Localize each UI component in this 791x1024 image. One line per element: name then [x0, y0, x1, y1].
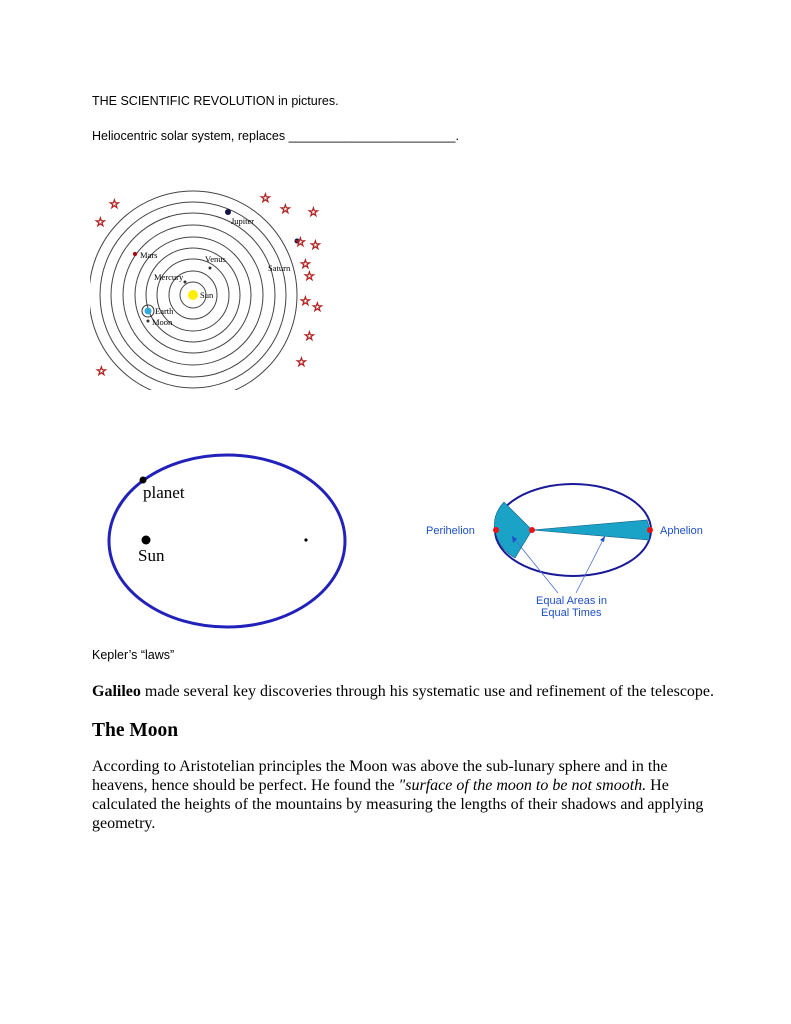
pointer-line-left	[512, 536, 558, 593]
star-icon: ☆	[308, 205, 319, 219]
star-icon: ☆	[95, 215, 106, 229]
earth-label: Earth	[155, 306, 174, 316]
perihelion-label: Perihelion	[426, 525, 475, 537]
moon-paragraph: According to Aristotelian principles the…	[92, 757, 712, 833]
planet-label: planet	[143, 483, 185, 502]
aphelion-point	[647, 527, 653, 533]
pointer-line-right	[576, 536, 605, 593]
mars-label: Mars	[140, 250, 157, 260]
venus-marker	[209, 267, 212, 270]
equal-areas-diagram: Perihelion Aphelion Equal Areas in Equal…	[420, 480, 720, 625]
equal-areas-caption-line2: Equal Times	[541, 607, 602, 619]
kepler-ellipse-diagram: planet Sun	[100, 445, 360, 635]
star-icon: ☆	[280, 202, 291, 216]
star-icon: ☆	[295, 235, 306, 249]
heliocentric-diagram: Sun Mercury Venus Earth Moon Mars Jupite…	[90, 180, 340, 390]
star-icon: ☆	[304, 269, 315, 283]
aphelion-label: Aphelion	[660, 525, 703, 537]
sun-focus-marker	[529, 527, 535, 533]
venus-label: Venus	[205, 254, 226, 264]
heliocentric-prompt: Heliocentric solar system, replaces ____…	[92, 129, 459, 143]
arrowhead-right	[600, 536, 605, 542]
sun-marker	[188, 290, 198, 300]
kepler-caption: Kepler’s “laws”	[92, 648, 174, 662]
earth-marker	[145, 308, 152, 315]
equal-areas-caption-line1: Equal Areas in	[536, 595, 607, 607]
mercury-label: Mercury	[154, 272, 184, 282]
empty-focus-marker	[304, 538, 307, 541]
star-icon: ☆	[260, 191, 271, 205]
mercury-marker	[184, 281, 187, 284]
moon-heading: The Moon	[92, 720, 178, 742]
galileo-text: made several key discoveries through his…	[141, 683, 714, 700]
star-icon: ☆	[296, 355, 307, 369]
saturn-label: Saturn	[268, 263, 291, 273]
moon-quote: "surface of the moon to be not smooth.	[399, 777, 647, 794]
perihelion-sector	[494, 502, 532, 558]
galileo-name: Galileo	[92, 683, 141, 700]
aphelion-sector	[532, 520, 650, 540]
jupiter-marker	[225, 209, 231, 215]
jupiter-label: Jupiter	[231, 216, 254, 226]
star-icon: ☆	[304, 329, 315, 343]
perihelion-point	[493, 527, 499, 533]
star-icon: ☆	[109, 197, 120, 211]
sun-marker	[142, 536, 151, 545]
star-icon: ☆	[310, 238, 321, 252]
sun-label: Sun	[138, 546, 165, 565]
galileo-paragraph: Galileo made several key discoveries thr…	[92, 683, 714, 701]
star-icon: ☆	[96, 364, 107, 378]
mars-marker	[133, 252, 137, 256]
star-icon: ☆	[312, 300, 323, 314]
moon-marker	[147, 320, 150, 323]
star-icon: ☆	[300, 294, 311, 308]
moon-label: Moon	[152, 317, 173, 327]
sun-label: Sun	[200, 290, 214, 300]
page-title: THE SCIENTIFIC REVOLUTION in pictures.	[92, 94, 339, 108]
